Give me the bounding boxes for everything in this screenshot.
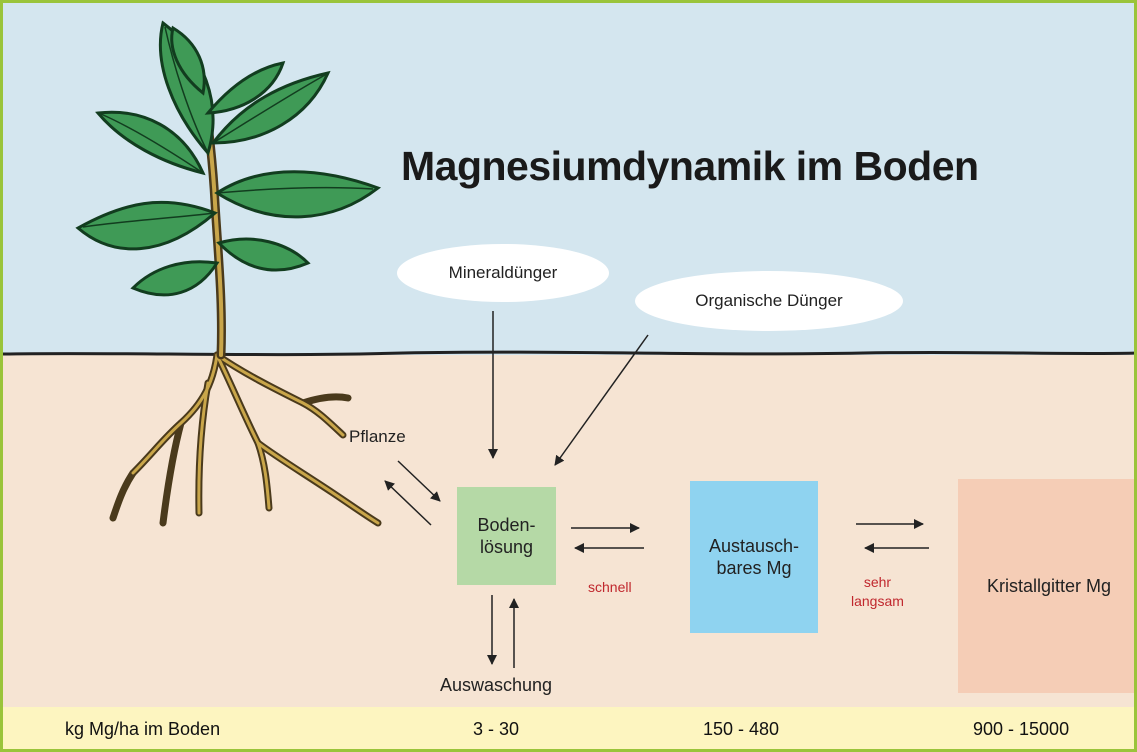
footer-unit-label: kg Mg/ha im Boden (65, 719, 220, 740)
plant-label: Pflanze (349, 427, 406, 447)
crystal-lattice-mg-label: Kristallgitter Mg (987, 575, 1111, 598)
rate-fast-label: schnell (588, 578, 632, 597)
arrow-solution-to-plant (385, 481, 431, 525)
footer-exchangeable-amount: 150 - 480 (703, 719, 779, 740)
rate-slow-label-line1: sehr (851, 573, 904, 592)
mineral-fertilizer-label: Mineraldünger (449, 263, 558, 283)
arrow-organic-to-solution (555, 335, 648, 465)
soil-solution-label-line2: lösung (477, 536, 535, 559)
exchangeable-mg-label-line2: bares Mg (709, 557, 799, 580)
exchangeable-mg-box: Austausch- bares Mg (690, 481, 818, 633)
plant-leaves (78, 23, 378, 295)
arrow-plant-to-solution (398, 461, 440, 501)
rate-slow-label: sehr langsam (851, 573, 904, 611)
organic-fertilizer-oval: Organische Dünger (635, 271, 903, 331)
leaching-label: Auswaschung (440, 675, 552, 696)
diagram-title: Magnesiumdynamik im Boden (401, 143, 979, 190)
organic-fertilizer-label: Organische Dünger (695, 291, 842, 311)
rate-slow-label-line2: langsam (851, 592, 904, 611)
footer-solution-amount: 3 - 30 (473, 719, 519, 740)
footer-crystal-amount: 900 - 15000 (973, 719, 1069, 740)
mineral-fertilizer-oval: Mineraldünger (397, 244, 609, 302)
ground-line (3, 352, 1137, 354)
exchangeable-mg-label-line1: Austausch- (709, 535, 799, 558)
soil-solution-box: Boden- lösung (457, 487, 556, 585)
crystal-lattice-mg-box: Kristallgitter Mg (958, 479, 1137, 693)
plant-illustration (78, 23, 378, 523)
soil-solution-label-line1: Boden- (477, 514, 535, 537)
